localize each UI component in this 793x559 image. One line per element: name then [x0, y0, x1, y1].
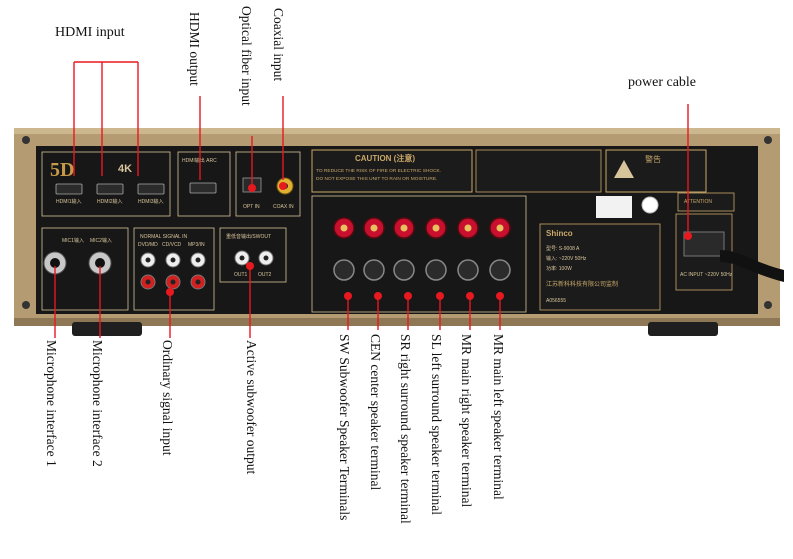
binding-post-sr-negative[interactable]	[393, 259, 415, 281]
info-plate: Shinco 型号: S-9008 A 输入: ~220V 50Hz 功率: 1…	[539, 223, 661, 311]
opt-in-label: OPT IN	[243, 204, 260, 210]
screw-icon	[22, 301, 30, 309]
label-sw: SW Subwoofer Speaker Terminals	[337, 334, 352, 520]
mic2-label: MIC2输入	[90, 237, 112, 244]
screw-icon	[764, 301, 772, 309]
screw-icon	[764, 136, 772, 144]
binding-post-cen-negative[interactable]	[363, 259, 385, 281]
normal-signal-label: NORMAL SIGNAL IN	[140, 234, 188, 240]
out2-label: OUT2	[258, 272, 272, 278]
label-mic-2: Microphone interface 2	[90, 340, 105, 467]
foot-right	[648, 322, 718, 336]
binding-post-hub	[400, 224, 408, 232]
microphone-section: MIC1输入 MIC2输入	[41, 227, 129, 311]
label-cen: CEN center speaker terminal	[368, 334, 383, 491]
label-mr: MR main right speaker terminal	[459, 334, 474, 507]
caution-text-2: DO NOT EXPOSE THIS UNIT TO RAIN OR MOIST…	[316, 176, 437, 182]
ac-input-section: AC INPUT ~220V 50Hz	[675, 213, 784, 291]
hdmi-port-3[interactable]	[137, 183, 165, 195]
label-power-cable: power cable	[628, 75, 696, 90]
serial-line: A056555	[546, 298, 566, 304]
resolution-badge: 4K	[118, 163, 132, 175]
label-active-subwoofer: Active subwoofer output	[244, 340, 259, 474]
warning-label: 警告	[605, 149, 707, 193]
caution-title: CAUTION (注意)	[355, 153, 415, 163]
binding-post-sl-negative[interactable]	[425, 259, 447, 281]
label-sl: SL left surround speaker terminal	[429, 334, 444, 515]
pointer-dots	[166, 182, 692, 300]
label-coaxial-input: Coaxial input	[271, 8, 286, 81]
label-hdmi-input: HDMI input	[55, 25, 125, 40]
binding-post-hub	[340, 224, 348, 232]
power-cable	[720, 250, 784, 282]
power-line: 输入: ~220V 50Hz	[546, 255, 587, 262]
out1-label: OUT1	[234, 272, 248, 278]
hdmi-in-1-label: HDMI1输入	[56, 198, 82, 205]
hdmi-input-section: 5D 4K HDMI1输入 HDMI2输入 HDMI3输入	[41, 151, 171, 217]
sticker-round	[641, 196, 659, 214]
hdmi-port-1[interactable]	[55, 183, 83, 195]
coax-in-label: COAX IN	[273, 204, 294, 210]
speaker-terminal-block	[311, 195, 527, 313]
pointer-lines	[54, 61, 689, 338]
label-ordinary-signal: Ordinary signal input	[160, 340, 175, 456]
warning-title: 警告	[645, 154, 661, 164]
binding-post-mr-negative[interactable]	[457, 259, 479, 281]
mic1-label: MIC1输入	[62, 237, 84, 244]
output-line: 功率: 100W	[546, 265, 572, 272]
ac-input-label: AC INPUT ~220V 50Hz	[680, 272, 733, 278]
dvd-md-label: DVD/MD	[138, 242, 158, 248]
hdmi-port-2[interactable]	[96, 183, 124, 195]
warning-triangle-icon	[614, 160, 634, 178]
attention-label: ATTENTION	[684, 199, 712, 205]
hdmi-in-3-label: HDMI3输入	[138, 198, 164, 205]
label-ml: MR main left speaker terminal	[491, 334, 506, 500]
binding-post-hub	[496, 224, 504, 232]
foot-left	[72, 322, 142, 336]
binding-post-hub	[464, 224, 472, 232]
chinese-notice-box	[475, 149, 602, 193]
label-optical-fiber-input: Optical fiber input	[239, 6, 254, 106]
screw-icon	[22, 136, 30, 144]
mp3-in-label: MP3/IN	[188, 242, 205, 248]
binding-post-hub	[370, 224, 378, 232]
caution-text-1: TO REDUCE THE RISK OF FIRE OR ELECTRIC S…	[316, 168, 441, 174]
normal-signal-section: NORMAL SIGNAL IN DVD/MD CD/VCD MP3/IN	[133, 227, 215, 311]
label-hdmi-output: HDMI output	[187, 12, 202, 86]
brand-logo: 5D	[50, 159, 74, 181]
model-line: 型号: S-9008 A	[546, 245, 580, 252]
subwoofer-out-section: 重低音输出/SWOUT OUT1 OUT2	[219, 227, 287, 283]
hdmi-in-2-label: HDMI2输入	[97, 198, 123, 205]
sticker	[596, 196, 632, 218]
binding-post-ml-negative[interactable]	[489, 259, 511, 281]
binding-post-sw-negative[interactable]	[333, 259, 355, 281]
hdmi-output-port[interactable]	[189, 182, 217, 194]
label-sr: SR right surround speaker terminal	[398, 334, 413, 524]
shinco-brand: Shinco	[546, 229, 573, 238]
cd-vcd-label: CD/VCD	[162, 242, 182, 248]
supervision-line: 江苏新科科技有限公司监制	[546, 280, 618, 288]
caution-label: CAUTION (注意) TO REDUCE THE RISK OF FIRE …	[311, 149, 473, 193]
label-mic-1: Microphone interface 1	[44, 340, 59, 467]
binding-post-hub	[432, 224, 440, 232]
swout-label: 重低音输出/SWOUT	[226, 233, 271, 240]
